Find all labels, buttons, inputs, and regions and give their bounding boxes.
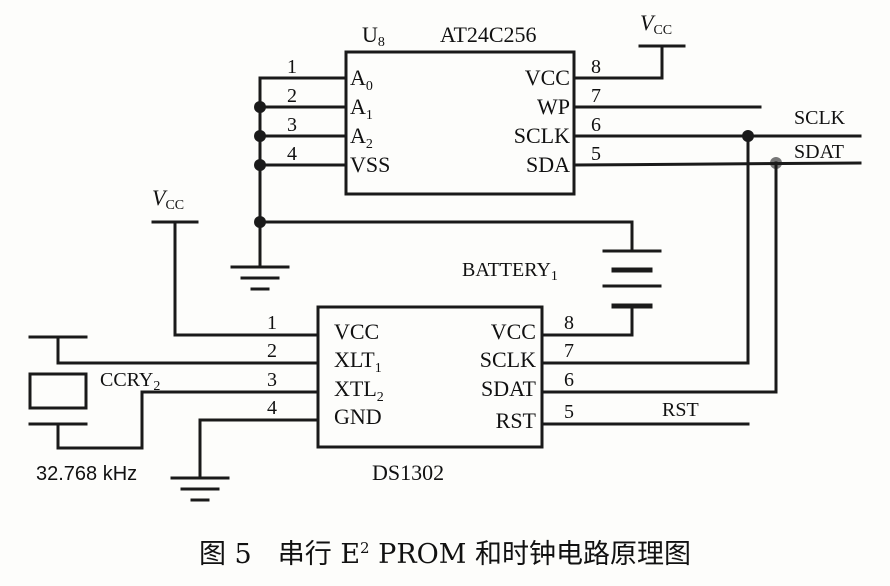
ds1302-right-pin-name-4: RST	[496, 408, 537, 433]
ds1302-right-pins: 8 VCC 7 SCLK 6 SDAT 5 RST	[480, 312, 574, 433]
ds1302-right-pin-name-1: VCC	[491, 319, 536, 344]
net-label-sclk: SCLK	[794, 107, 846, 129]
u8-pin-number-6: 6	[591, 114, 601, 136]
ds1302-left-pin-name-2: XLT1	[334, 347, 382, 376]
ds1302-pin-number-5: 5	[564, 401, 574, 423]
crystal-label: CCRY2	[100, 369, 160, 394]
u8-pin-number-3: 3	[287, 114, 297, 136]
ds1302-left-pin-name-1: VCC	[334, 319, 379, 344]
u8-designator: U8	[362, 22, 385, 50]
u8-right-pin-name-3: SCLK	[514, 123, 570, 148]
u8-left-pin-name-4: VSS	[350, 152, 390, 177]
u8-pin-number-2: 2	[287, 85, 297, 107]
u8-pin-number-1: 1	[287, 56, 297, 78]
ds1302-pin-number-8: 8	[564, 312, 574, 334]
ds1302-pin-number-7: 7	[564, 340, 574, 362]
junction-dots	[254, 101, 782, 228]
crystal-frequency: 32.768 kHz	[36, 463, 137, 485]
u8-pin-number-7: 7	[591, 85, 601, 107]
net-label-sdat: SDAT	[794, 141, 844, 163]
ground-symbol-bottom	[170, 476, 230, 502]
ds1302-left-wiring	[56, 220, 320, 480]
u8-right-wiring	[572, 44, 862, 167]
ds1302-pin-number-6: 6	[564, 369, 574, 391]
u8-chip-body	[344, 50, 576, 196]
u8-left-wiring	[258, 76, 634, 269]
ds1302-chip-body	[316, 305, 544, 449]
serial-bus-wiring	[540, 134, 778, 426]
u8-part-label: AT24C256	[440, 22, 537, 47]
ds1302-pin-number-1: 1	[267, 312, 277, 334]
ds1302-pin-number-3: 3	[267, 369, 277, 391]
net-label-rst: RST	[662, 399, 699, 421]
u8-pin-number-8: 8	[591, 56, 601, 78]
u8-right-pin-name-1: VCC	[525, 65, 570, 90]
u8-right-pins: 8 VCC 7 WP 6 SCLK 5 SDA	[514, 56, 601, 177]
battery-label: BATTERY1	[462, 259, 558, 284]
u8-left-pins: 1 A0 2 A1 3 A2 4 VSS	[287, 56, 390, 177]
u8-right-pin-name-2: WP	[537, 94, 570, 119]
u8-left-pin-name-2: A1	[350, 94, 373, 123]
ds1302-part-label: DS1302	[372, 460, 444, 485]
ds1302-pin-number-4: 4	[267, 397, 277, 419]
vcc-label-left: VCC	[152, 185, 184, 213]
ds1302-right-pin-name-2: SCLK	[480, 347, 536, 372]
u8-left-pin-name-3: A2	[350, 123, 373, 152]
u8-pin-number-4: 4	[287, 143, 297, 165]
u8-pin-number-5: 5	[591, 143, 601, 165]
vcc-label-top: VCC	[640, 10, 672, 38]
ds1302-right-pin-name-3: SDAT	[481, 376, 537, 401]
ground-symbol-top	[230, 265, 290, 291]
u8-left-pin-name-1: A0	[350, 65, 373, 94]
ds1302-pin-number-2: 2	[267, 340, 277, 362]
ds1302-left-pin-name-4: GND	[334, 404, 382, 429]
u8-right-pin-name-4: SDA	[526, 152, 570, 177]
crystal-symbol	[28, 335, 88, 426]
battery-symbol	[540, 220, 662, 337]
ds1302-left-pins: 1 VCC 2 XLT1 3 XTL2 4 GND	[267, 312, 384, 429]
ds1302-left-pin-name-3: XTL2	[334, 376, 384, 405]
